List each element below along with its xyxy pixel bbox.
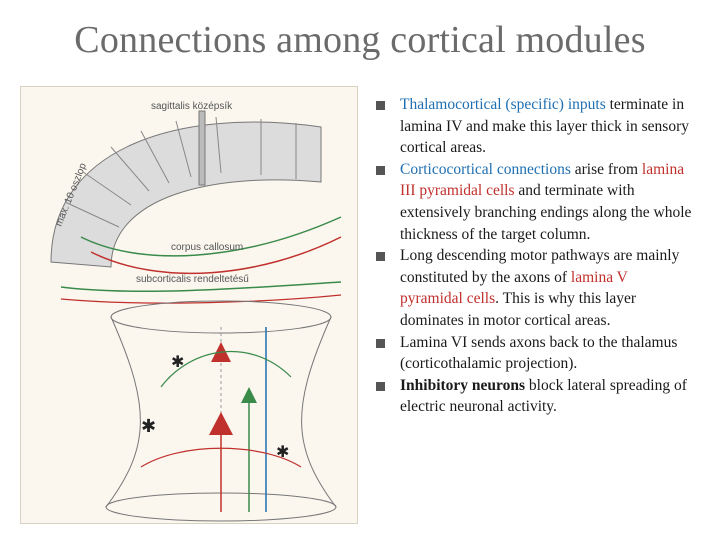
bullet-text: lamina V pyramidal cells bbox=[400, 268, 628, 308]
label-sagittal: sagittalis középsík bbox=[151, 101, 233, 112]
bullet-text: Corticocortical connections bbox=[400, 160, 571, 178]
bullet-text: Thalamocortical (specific) inputs bbox=[400, 96, 606, 113]
inhibitory-neuron-icon: ✱ bbox=[171, 354, 184, 371]
page-title: Connections among cortical modules bbox=[74, 19, 646, 61]
inhibitory-neuron-icon: ✱ bbox=[141, 416, 156, 436]
bullet-text: terminate in lamina IV and make this lay… bbox=[400, 96, 689, 157]
cortex-arch bbox=[50, 121, 322, 268]
bullet-text: Long descending motor pathways are mainl… bbox=[400, 247, 680, 286]
bullet-list: Thalamocortical (specific) inputs termin… bbox=[372, 94, 692, 418]
bullet-text: . This is why this layer dominates in mo… bbox=[400, 290, 637, 329]
bullet-item: Lamina VI sends axons back to the thalam… bbox=[372, 332, 692, 375]
pyramidal-cell bbox=[209, 412, 233, 435]
dendrite bbox=[160, 351, 292, 388]
column-side bbox=[301, 316, 337, 508]
sagittal-midline bbox=[198, 110, 206, 186]
bullet-text: lamina III pyramidal cells bbox=[400, 160, 685, 200]
cortical-modules-diagram: ✱ ✱ ✱ sagittalis középsík max. 10 oszlop… bbox=[20, 86, 358, 524]
arch-columns bbox=[64, 116, 297, 228]
bullet-text: block lateral spreading of electric neur… bbox=[400, 376, 687, 416]
bullet-marker-icon bbox=[376, 338, 385, 348]
bullet-text: and terminate with extensively branching… bbox=[400, 182, 692, 243]
bullet-item: Corticocortical connections arise from l… bbox=[372, 159, 692, 245]
bullet-marker-icon bbox=[376, 381, 385, 391]
bullet-marker-icon bbox=[376, 101, 385, 110]
label-subcortical: subcorticalis rendeltetésű bbox=[136, 274, 249, 285]
label-corpus-callosum: corpus callosum bbox=[171, 242, 243, 253]
bullet-text: Lamina VI sends axons back to the thalam… bbox=[400, 333, 678, 373]
bullet-text: Inhibitory neurons bbox=[400, 376, 526, 394]
subcortical-fiber bbox=[60, 281, 342, 293]
bullet-item: Long descending motor pathways are mainl… bbox=[372, 245, 692, 331]
bullet-text: arise from bbox=[570, 160, 642, 178]
inhibitory-neuron-icon: ✱ bbox=[276, 444, 289, 461]
column-side bbox=[105, 316, 141, 508]
pyramidal-cell bbox=[241, 387, 257, 403]
bullet-marker-icon bbox=[376, 165, 385, 175]
collateral bbox=[140, 447, 302, 468]
bullet-marker-icon bbox=[376, 252, 385, 262]
callosal-fiber bbox=[90, 236, 342, 275]
bullet-item: Thalamocortical (specific) inputs termin… bbox=[372, 94, 692, 159]
diagram-drawing: ✱ ✱ ✱ sagittalis középsík max. 10 oszlop… bbox=[50, 101, 342, 522]
subcortical-fiber bbox=[60, 294, 342, 304]
bullet-item: Inhibitory neurons block lateral spreadi… bbox=[372, 375, 692, 418]
callosal-fiber bbox=[80, 216, 342, 257]
